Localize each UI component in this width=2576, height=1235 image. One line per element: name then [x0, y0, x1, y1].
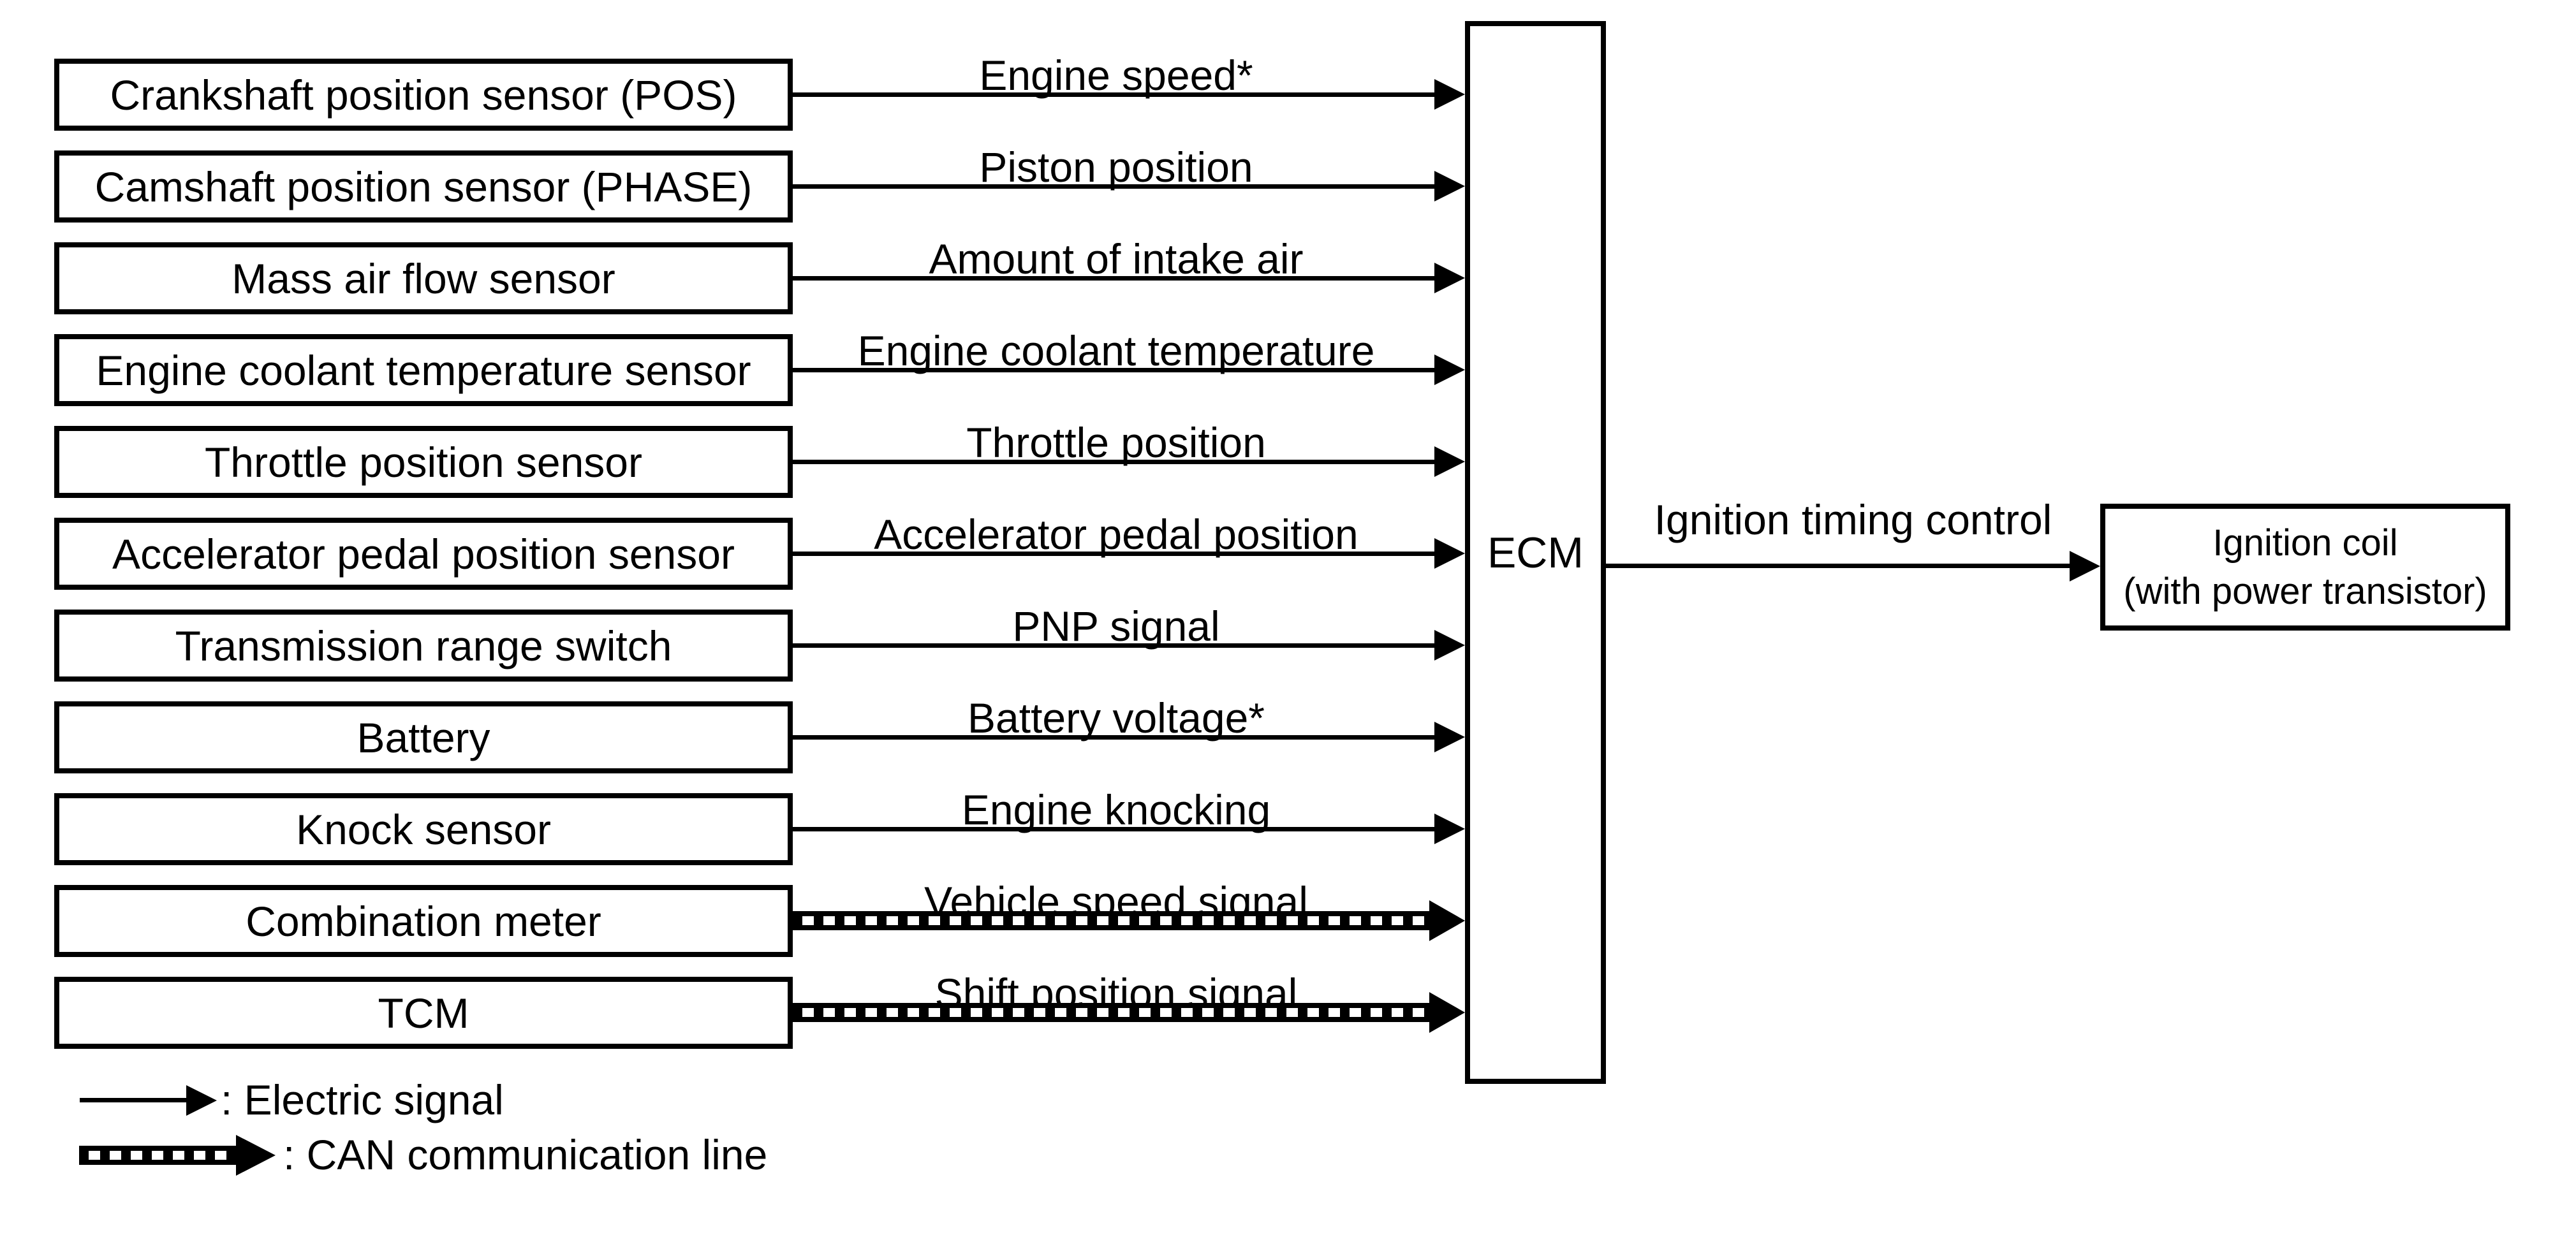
- signal-arrow-line: [793, 1003, 1429, 1022]
- input-source-label: Battery: [357, 713, 490, 761]
- signal-arrowhead-icon: [1434, 814, 1465, 844]
- input-source-label: Combination meter: [246, 897, 601, 945]
- ignition-coil-label-line1: Ignition coil: [2212, 522, 2398, 564]
- diagram-row: TCM Shift position signal: [0, 971, 2576, 1049]
- signal-arrow-line: [793, 552, 1434, 556]
- diagram-row: Engine coolant temperature sensor Engine…: [0, 328, 2576, 406]
- output-arrowhead-icon: [2070, 551, 2100, 581]
- signal-arrowhead-icon: [1434, 722, 1465, 752]
- input-source-label: Crankshaft position sensor (POS): [110, 71, 737, 119]
- ignition-coil-label-line2: (with power transistor): [2123, 570, 2487, 612]
- input-source-label: TCM: [378, 989, 469, 1037]
- diagram-row: Combination meter Vehicle speed signal: [0, 879, 2576, 957]
- output-arrow-line: [1606, 564, 2070, 568]
- signal-arrow-line: [793, 276, 1434, 281]
- signal-label: Engine speed*: [979, 51, 1253, 99]
- signal-arrowhead-icon: [1434, 263, 1465, 293]
- can-line-arrowhead-icon: [236, 1135, 276, 1176]
- diagram-row: Throttle position sensor Throttle positi…: [0, 420, 2576, 498]
- signal-arrow-line: [793, 735, 1434, 740]
- input-source-box: Crankshaft position sensor (POS): [54, 59, 793, 131]
- signal-label: Engine knocking: [961, 786, 1271, 833]
- signal-arrowhead-icon: [1434, 171, 1465, 201]
- input-source-label: Knock sensor: [296, 805, 551, 853]
- signal-arrowhead-icon: [1434, 79, 1465, 110]
- signal-label: Engine coolant temperature: [857, 326, 1375, 374]
- signal-label: Throttle position: [966, 418, 1266, 466]
- signal-arrow-line: [793, 184, 1434, 189]
- input-source-label: Throttle position sensor: [204, 438, 642, 486]
- signal-label: Piston position: [979, 143, 1253, 191]
- input-source-box: Engine coolant temperature sensor: [54, 334, 793, 406]
- signal-arrow-line: [793, 368, 1434, 372]
- signal-arrowhead-icon: [1434, 538, 1465, 569]
- input-source-box: Camshaft position sensor (PHASE): [54, 150, 793, 223]
- diagram-row: Knock sensor Engine knocking: [0, 787, 2576, 865]
- diagram-row: Battery Battery voltage*: [0, 696, 2576, 773]
- signal-label: Battery voltage*: [968, 694, 1265, 742]
- electric-signal-arrowhead-icon: [186, 1085, 217, 1116]
- input-source-box: Combination meter: [54, 885, 793, 957]
- input-source-label: Transmission range switch: [175, 622, 672, 669]
- input-source-label: Mass air flow sensor: [232, 254, 615, 302]
- can-line-arrow-icon: [79, 1146, 236, 1165]
- input-source-box: Throttle position sensor: [54, 426, 793, 498]
- signal-label: PNP signal: [1012, 602, 1220, 650]
- diagram-row: Transmission range switch PNP signal: [0, 604, 2576, 682]
- input-source-box: Mass air flow sensor: [54, 242, 793, 314]
- ignition-coil-box: Ignition coil (with power transistor): [2100, 504, 2510, 631]
- input-source-label: Engine coolant temperature sensor: [96, 346, 751, 394]
- output-signal-label: Ignition timing control: [1654, 496, 2052, 543]
- signal-arrowhead-icon: [1434, 354, 1465, 385]
- diagram-row: Camshaft position sensor (PHASE) Piston …: [0, 145, 2576, 223]
- signal-arrow-line: [793, 827, 1434, 831]
- ecm-label: ECM: [1487, 528, 1584, 577]
- legend-electric-label: : Electric signal: [221, 1076, 504, 1123]
- ecm-box: ECM: [1465, 21, 1606, 1084]
- input-source-label: Accelerator pedal position sensor: [112, 530, 735, 578]
- signal-arrow-line: [793, 92, 1434, 97]
- signal-label: Amount of intake air: [929, 235, 1304, 282]
- input-source-label: Camshaft position sensor (PHASE): [94, 163, 753, 210]
- input-source-box: TCM: [54, 977, 793, 1049]
- signal-arrow-line: [793, 911, 1429, 930]
- input-source-box: Transmission range switch: [54, 610, 793, 682]
- input-source-box: Battery: [54, 701, 793, 773]
- signal-arrow-line: [793, 460, 1434, 464]
- input-source-box: Accelerator pedal position sensor: [54, 518, 793, 590]
- diagram-row: Crankshaft position sensor (POS) Engine …: [0, 53, 2576, 131]
- electric-signal-arrow-icon: [80, 1098, 186, 1102]
- diagram-row: Mass air flow sensor Amount of intake ai…: [0, 237, 2576, 314]
- diagram-row: Accelerator pedal position sensor Accele…: [0, 512, 2576, 590]
- signal-arrow-line: [793, 643, 1434, 648]
- signal-arrowhead-icon: [1429, 992, 1465, 1033]
- input-source-box: Knock sensor: [54, 793, 793, 865]
- signal-arrowhead-icon: [1434, 446, 1465, 477]
- legend-can-label: : CAN communication line: [283, 1131, 768, 1178]
- signal-arrowhead-icon: [1434, 630, 1465, 661]
- signal-arrowhead-icon: [1429, 900, 1465, 941]
- signal-label: Accelerator pedal position: [874, 510, 1358, 558]
